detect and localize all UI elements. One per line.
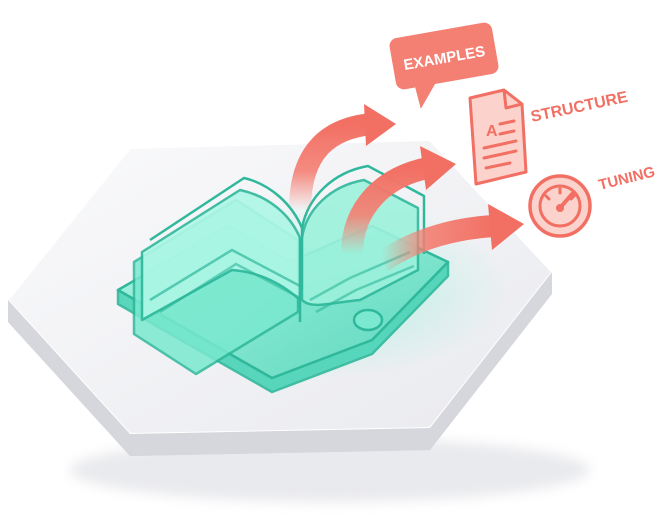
open-book-icon xyxy=(116,164,450,394)
examples-badge: EXAMPLES xyxy=(389,22,499,109)
tuning-label: TUNING xyxy=(597,163,657,193)
arrow-to-tuning xyxy=(375,204,524,272)
document-icon: A xyxy=(468,88,528,186)
gauge-icon xyxy=(528,174,592,238)
arrow-to-structure xyxy=(341,146,456,255)
structure-group: A STRUCTURE xyxy=(468,88,630,186)
speech-bubble-icon xyxy=(389,22,499,90)
arrow-to-examples xyxy=(289,104,396,211)
structure-label: STRUCTURE xyxy=(529,89,629,126)
tuning-group: TUNING xyxy=(528,163,657,238)
svg-text:A: A xyxy=(486,123,498,140)
